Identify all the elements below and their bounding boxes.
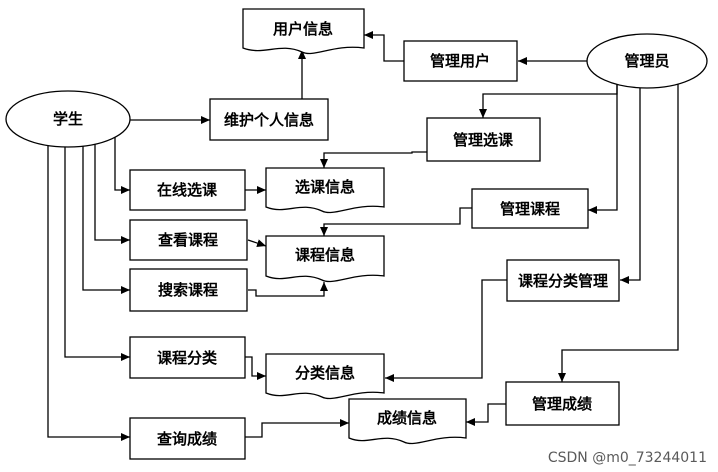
flow-lines	[47, 31, 679, 441]
process-maintain-personal-info-label: 维护个人信息	[224, 111, 314, 129]
process-manage-grades-label: 管理成绩	[532, 395, 592, 413]
process-query-grades: 查询成绩	[129, 417, 246, 460]
store-course-info-label: 课程信息	[295, 246, 355, 264]
store-selection-info-label: 选课信息	[295, 178, 355, 196]
store-grade-info-label: 成绩信息	[377, 409, 437, 427]
process-manage-selection: 管理选课	[426, 117, 541, 162]
process-maintain-personal-info: 维护个人信息	[209, 98, 329, 141]
store-grade-info: 成绩信息	[348, 398, 467, 445]
entity-student-label: 学生	[53, 110, 83, 128]
process-manage-selection-label: 管理选课	[453, 131, 514, 149]
process-manage-categories-label: 课程分类管理	[518, 272, 608, 290]
store-user-info: 用户信息	[242, 8, 365, 55]
process-online-selection-label: 在线选课	[157, 181, 218, 199]
process-view-courses-label: 查看课程	[158, 231, 218, 249]
process-manage-users-label: 管理用户	[430, 52, 490, 70]
store-category-info: 分类信息	[265, 353, 385, 400]
process-search-courses-label: 搜索课程	[158, 281, 218, 299]
process-manage-grades: 管理成绩	[505, 381, 620, 426]
process-manage-categories: 课程分类管理	[506, 259, 620, 302]
process-manage-courses: 管理课程	[471, 188, 589, 229]
process-manage-courses-label: 管理课程	[500, 200, 560, 218]
process-view-courses: 查看课程	[129, 219, 248, 261]
watermark: CSDN @m0_73244011	[548, 450, 707, 466]
process-manage-users: 管理用户	[403, 40, 518, 82]
entity-admin: 管理员	[586, 33, 708, 89]
process-course-category: 课程分类	[129, 336, 246, 379]
entity-student: 学生	[5, 90, 131, 148]
process-query-grades-label: 查询成绩	[157, 430, 217, 448]
process-online-selection: 在线选课	[129, 169, 246, 211]
process-course-category-label: 课程分类	[157, 349, 218, 367]
process-search-courses: 搜索课程	[129, 268, 248, 312]
store-course-info: 课程信息	[265, 235, 385, 283]
store-category-info-label: 分类信息	[295, 364, 355, 382]
store-selection-info: 选课信息	[265, 167, 385, 214]
store-user-info-label: 用户信息	[273, 20, 333, 38]
entity-admin-label: 管理员	[624, 52, 669, 70]
